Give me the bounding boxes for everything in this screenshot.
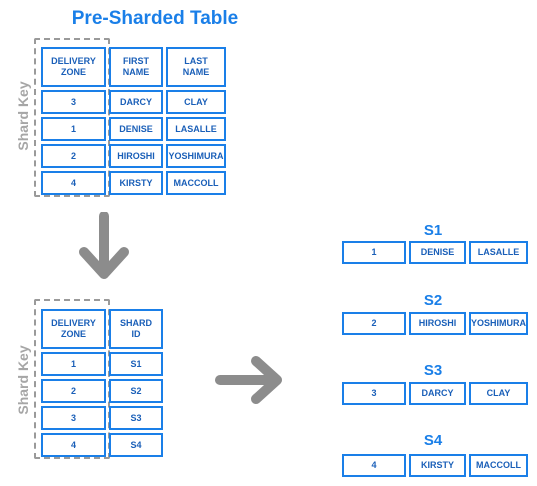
cell-zone: 4 <box>41 433 106 457</box>
table-row: 4 KIRSTY MACCOLL <box>342 454 528 477</box>
cell-first-name: DENISE <box>109 117 163 141</box>
table-row: 4 KIRSTY MACCOLL <box>41 171 226 195</box>
diagram-title: Pre-Sharded Table <box>71 8 239 29</box>
table-row: 2 S2 <box>41 379 163 403</box>
cell-last-name: LASALLE <box>166 117 226 141</box>
table-row: 3 DARCY CLAY <box>342 382 528 405</box>
header-shard-id: SHARD ID <box>109 309 163 349</box>
cell-shard-id: S3 <box>109 406 163 430</box>
header-text: ZONE <box>60 329 86 339</box>
shard-key-label-top: Shard Key <box>15 81 31 151</box>
cell-zone: 3 <box>41 406 106 430</box>
header-text: LAST <box>184 56 208 66</box>
cell-first-name: DENISE <box>409 241 466 264</box>
table-row: 3 S3 <box>41 406 163 430</box>
header-text: FIRST <box>123 56 149 66</box>
header-text: SHARD <box>119 318 152 328</box>
cell-last-name: CLAY <box>166 90 226 114</box>
table-row: 2 HIROSHI YOSHIMURA <box>342 312 529 335</box>
cell-zone: 2 <box>41 144 106 168</box>
table-row: 1 DENISE LASALLE <box>41 117 226 141</box>
cell-zone: 4 <box>41 171 106 195</box>
cell-last-name: YOSHIMURA <box>166 144 226 168</box>
header-text: DELIVERY <box>51 318 96 328</box>
cell-zone: 1 <box>41 117 106 141</box>
table-header-row: DELIVERY ZONE FIRST NAME LAST NAME <box>41 47 226 87</box>
header-text: NAME <box>122 67 150 77</box>
header-delivery-zone: DELIVERY ZONE <box>41 47 106 87</box>
shard-key-label-bottom: Shard Key <box>15 345 31 415</box>
cell-zone: 3 <box>342 382 406 405</box>
cell-zone: 1 <box>342 241 406 264</box>
shard-table-s2: 2 HIROSHI YOSHIMURA <box>339 309 531 338</box>
header-text: ZONE <box>60 67 86 77</box>
cell-last-name: LASALLE <box>469 241 528 264</box>
cell-last-name: MACCOLL <box>166 171 226 195</box>
cell-first-name: DARCY <box>109 90 163 114</box>
right-arrow-icon <box>215 356 282 404</box>
cell-zone: 3 <box>41 90 106 114</box>
cell-first-name: DARCY <box>409 382 466 405</box>
shard-label-s2: S2 <box>423 292 443 309</box>
header-first-name: FIRST NAME <box>109 47 163 87</box>
header-text: NAME <box>182 67 210 77</box>
cell-last-name: MACCOLL <box>469 454 528 477</box>
cell-last-name: CLAY <box>469 382 528 405</box>
shard-table-s4: 4 KIRSTY MACCOLL <box>339 451 531 480</box>
cell-shard-id: S1 <box>109 352 163 376</box>
cell-zone: 2 <box>342 312 406 335</box>
header-last-name: LAST NAME <box>166 47 226 87</box>
shard-table-s3: 3 DARCY CLAY <box>339 379 531 408</box>
shard-label-s1: S1 <box>423 222 443 239</box>
cell-first-name: KIRSTY <box>409 454 466 477</box>
cell-first-name: KIRSTY <box>109 171 163 195</box>
cell-zone: 4 <box>342 454 406 477</box>
table-header-row: DELIVERY ZONE SHARD ID <box>41 309 163 349</box>
header-text: ID <box>131 329 141 339</box>
cell-first-name: HIROSHI <box>409 312 466 335</box>
cell-first-name: HIROSHI <box>109 144 163 168</box>
cell-last-name: YOSHIMURA <box>469 312 529 335</box>
cell-shard-id: S4 <box>109 433 163 457</box>
table-row: 4 S4 <box>41 433 163 457</box>
cell-zone: 2 <box>41 379 106 403</box>
table-row: 3 DARCY CLAY <box>41 90 226 114</box>
table-row: 2 HIROSHI YOSHIMURA <box>41 144 226 168</box>
shard-table-s1: 1 DENISE LASALLE <box>339 238 531 267</box>
shard-label-s3: S3 <box>423 362 443 379</box>
shard-label-s4: S4 <box>423 432 443 449</box>
table-row: 1 S1 <box>41 352 163 376</box>
header-text: DELIVERY <box>51 56 96 66</box>
table-row: 1 DENISE LASALLE <box>342 241 528 264</box>
pre-sharded-table: DELIVERY ZONE FIRST NAME LAST NAME 3 DAR… <box>38 44 229 198</box>
cell-zone: 1 <box>41 352 106 376</box>
shard-map-table: DELIVERY ZONE SHARD ID 1 S1 2 S2 3 S3 4 … <box>38 306 166 460</box>
header-delivery-zone: DELIVERY ZONE <box>41 309 106 349</box>
down-arrow-icon <box>79 212 129 279</box>
cell-shard-id: S2 <box>109 379 163 403</box>
